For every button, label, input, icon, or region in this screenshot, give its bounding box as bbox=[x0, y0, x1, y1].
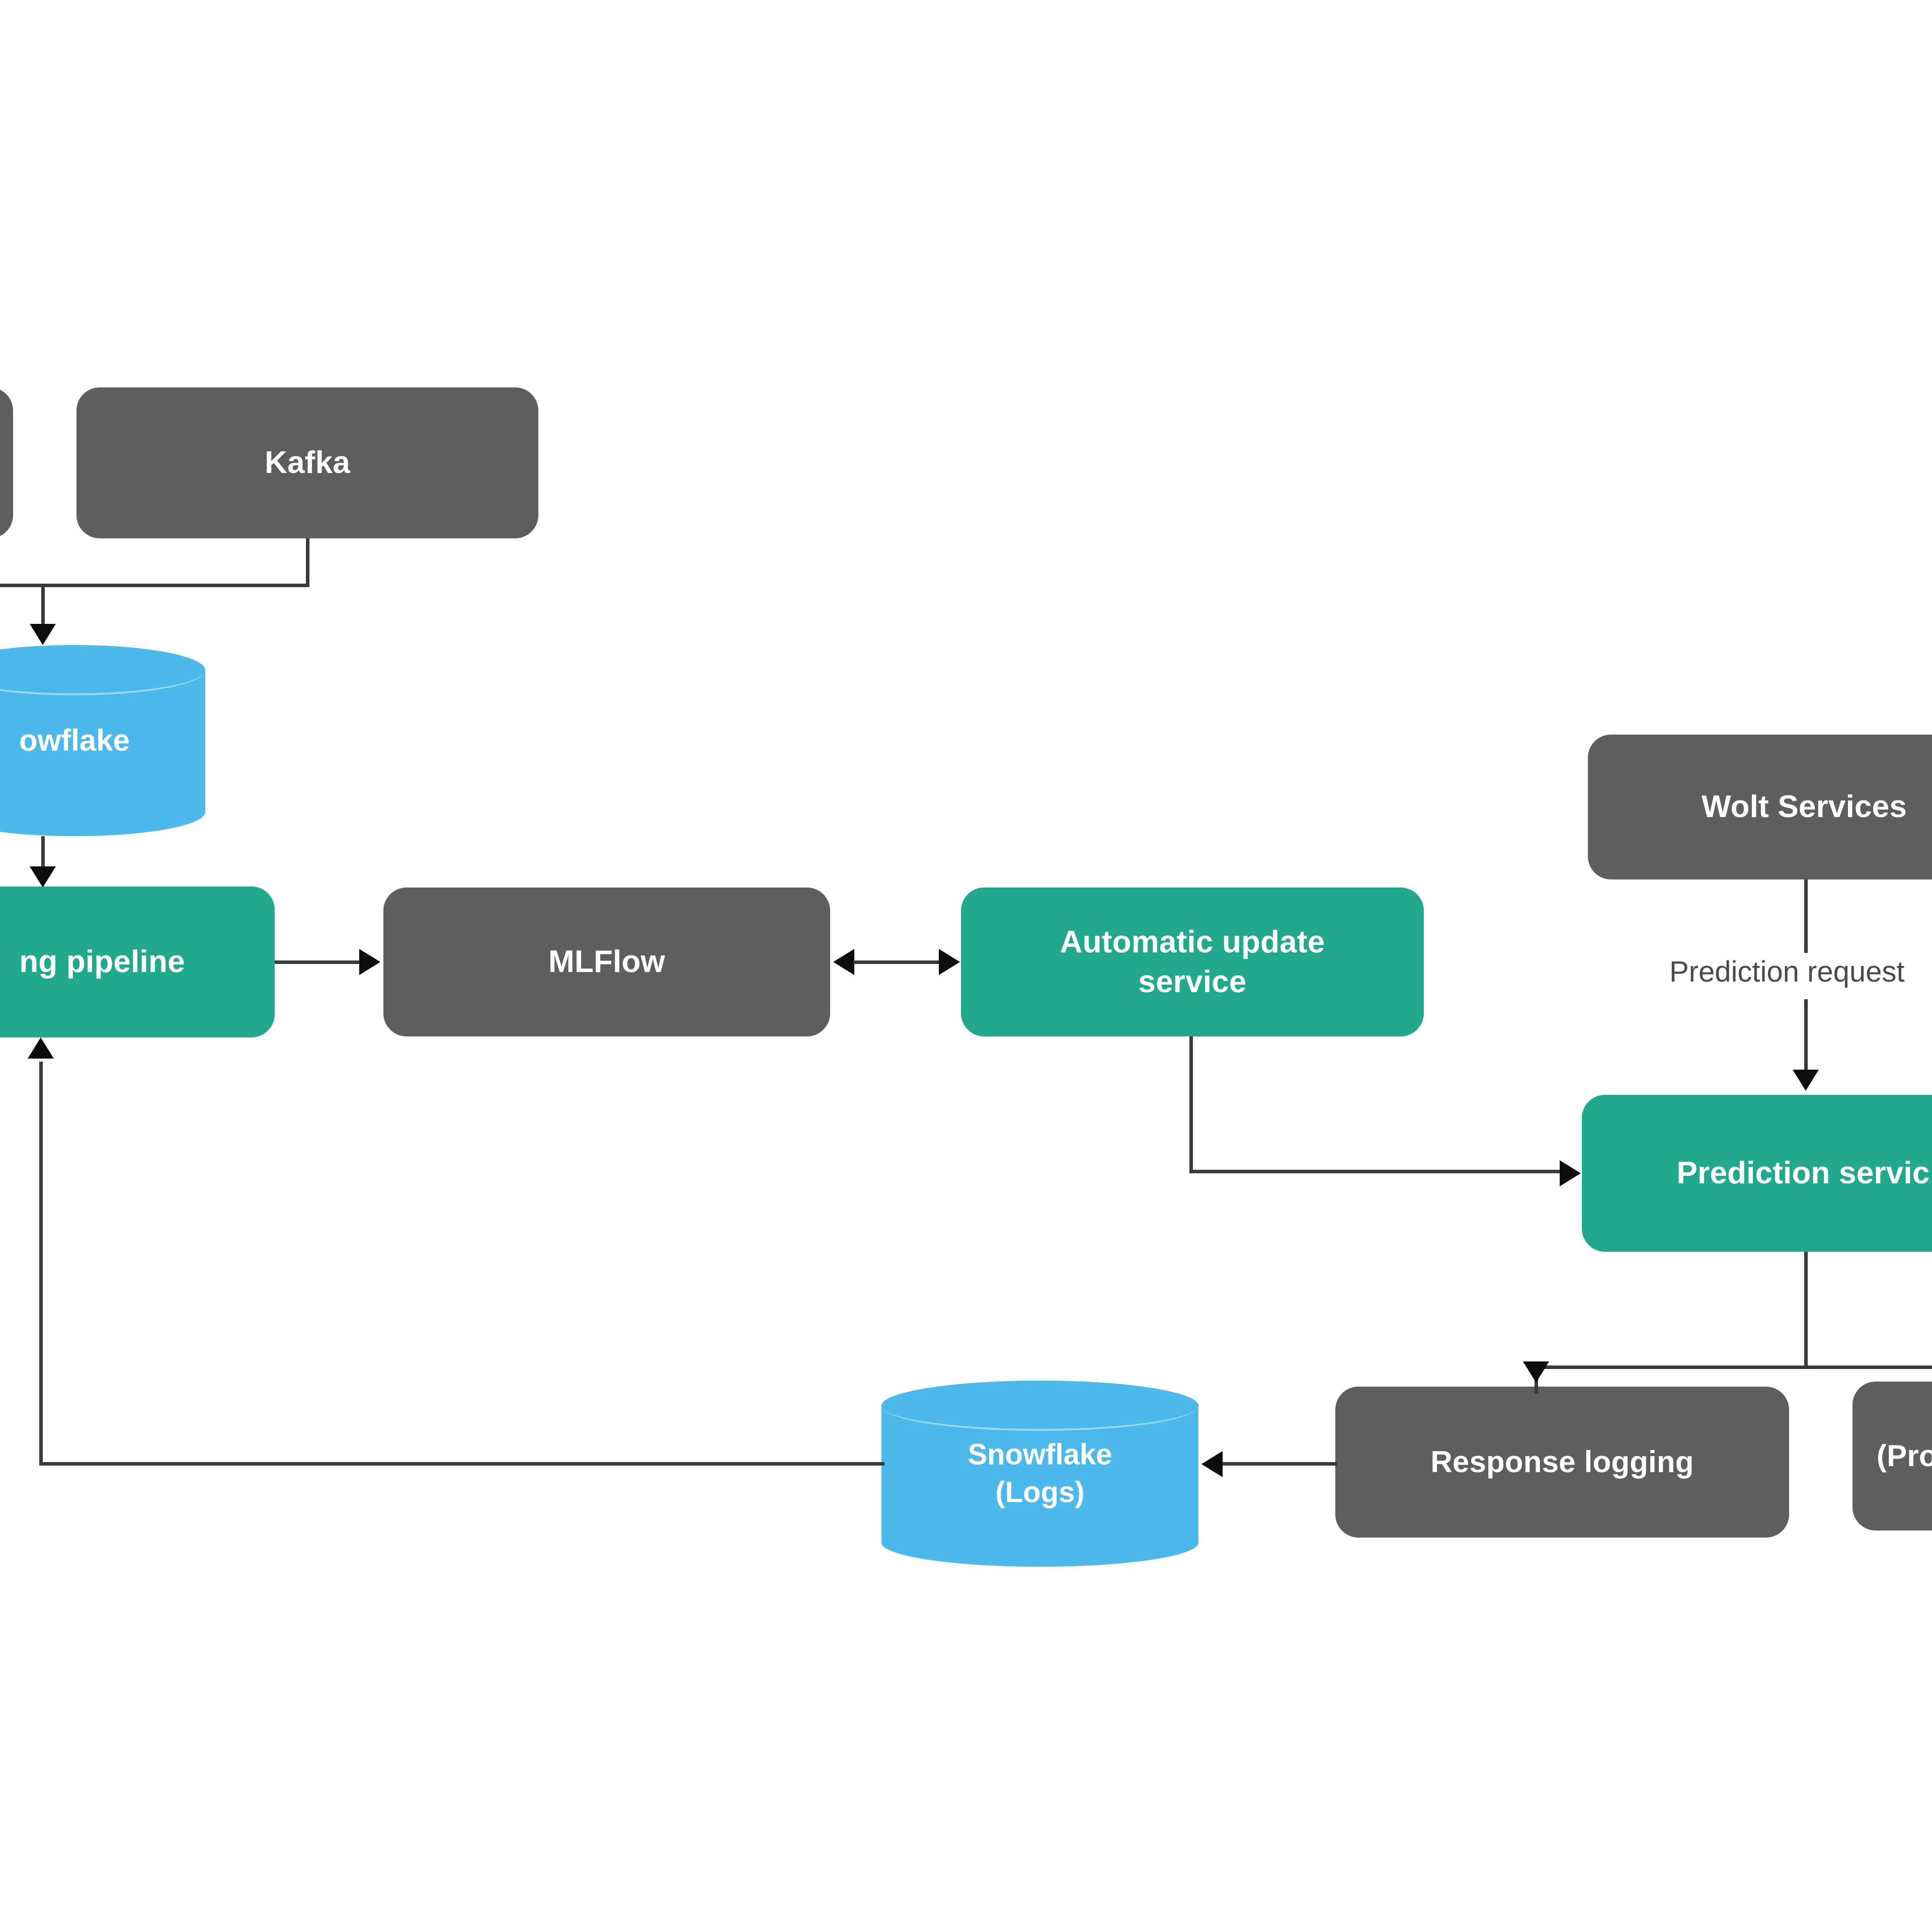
node-partial-right-box[interactable]: (Pro bbox=[1853, 1382, 1932, 1531]
arrowhead-to-prediction-service bbox=[1560, 1160, 1581, 1186]
edge-bus-drop-snowflake bbox=[41, 584, 45, 628]
node-partial-right-box-label: (Pro bbox=[1877, 1438, 1932, 1473]
edge-wolt-to-prediction-upper bbox=[1804, 879, 1808, 953]
edge-training-to-mlflow bbox=[275, 960, 361, 964]
edge-snowflake-logs-feedback-v bbox=[39, 1062, 43, 1464]
arrowhead-to-prediction-service-from-wolt bbox=[1793, 1070, 1819, 1091]
cylinder-top-ellipse bbox=[881, 1381, 1198, 1431]
arrowhead-to-training-pipeline bbox=[30, 866, 56, 888]
arrowhead-to-mlflow bbox=[359, 949, 380, 975]
node-kafka[interactable]: Kafka bbox=[76, 387, 538, 538]
arrowhead-to-response-logging bbox=[1523, 1361, 1549, 1383]
node-mlflow[interactable]: MLFlow bbox=[383, 888, 830, 1036]
node-snowflake-warehouse-label: owflake bbox=[19, 723, 130, 757]
edge-response-logging-to-snowflake-logs bbox=[1223, 1462, 1337, 1466]
node-snowflake-logs-label: Snowflake (Logs) bbox=[968, 1438, 1112, 1509]
arrowhead-to-mlflow-reverse bbox=[833, 949, 854, 975]
edge-update-service-right bbox=[1189, 1170, 1562, 1173]
edge-mlflow-to-update-service bbox=[853, 960, 940, 964]
edge-snowflake-to-training bbox=[41, 836, 45, 869]
node-prediction-service[interactable]: Prediction servic bbox=[1582, 1095, 1932, 1252]
edge-label-prediction-request: Prediction request bbox=[1669, 955, 1905, 988]
node-automatic-update-service-label: Automatic update service bbox=[1060, 924, 1325, 999]
arrowhead-to-training-pipeline-feedback bbox=[28, 1037, 54, 1059]
arrowhead-to-automatic-update-service bbox=[939, 949, 960, 975]
arrowhead-to-snowflake-logs bbox=[1201, 1451, 1223, 1477]
cylinder-top-ellipse bbox=[0, 645, 205, 695]
node-partial-left-source[interactable] bbox=[0, 387, 13, 538]
edge-wolt-to-prediction-lower bbox=[1804, 999, 1808, 1074]
edge-snowflake-logs-feedback-h bbox=[39, 1462, 884, 1466]
arrowhead-to-snowflake-warehouse bbox=[30, 624, 56, 645]
node-prediction-service-label: Prediction servic bbox=[1676, 1156, 1930, 1191]
edge-prediction-service-down bbox=[1804, 1252, 1808, 1369]
edge-bus-to-snowflake bbox=[0, 584, 309, 587]
node-wolt-services[interactable]: Wolt Services bbox=[1588, 735, 1932, 879]
edge-kafka-down bbox=[306, 538, 309, 587]
node-snowflake-warehouse[interactable]: owflake bbox=[0, 645, 205, 836]
node-mlflow-label: MLFlow bbox=[548, 944, 665, 980]
node-snowflake-logs[interactable]: Snowflake (Logs) bbox=[881, 1381, 1198, 1567]
node-wolt-services-label: Wolt Services bbox=[1701, 789, 1907, 825]
node-training-pipeline-label: ng pipeline bbox=[19, 944, 185, 980]
node-response-logging-label: Response logging bbox=[1430, 1444, 1694, 1479]
node-training-pipeline[interactable]: ng pipeline bbox=[0, 887, 275, 1037]
edge-prediction-split-bus bbox=[1535, 1365, 1932, 1369]
node-automatic-update-service[interactable]: Automatic update service bbox=[961, 888, 1424, 1036]
node-kafka-label: Kafka bbox=[265, 445, 350, 480]
node-response-logging[interactable]: Response logging bbox=[1335, 1387, 1789, 1538]
edge-update-service-down bbox=[1189, 1036, 1193, 1173]
